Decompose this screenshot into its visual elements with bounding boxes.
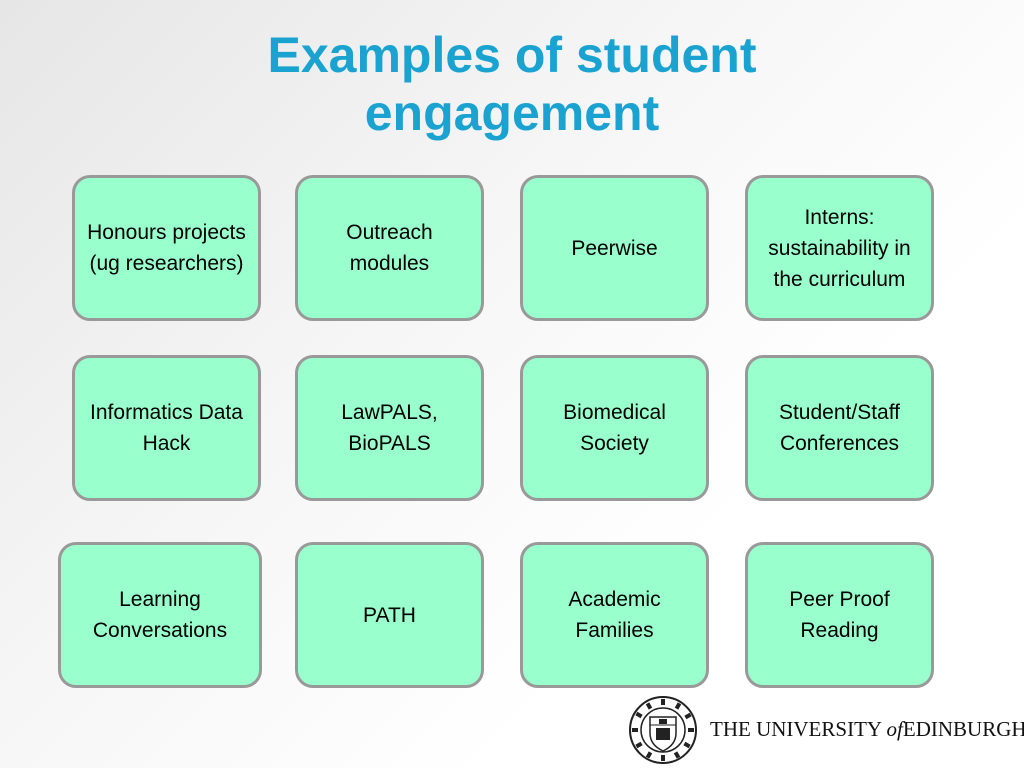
engagement-box-label: PATH	[363, 603, 416, 627]
engagement-box-peer-proof-reading: Peer Proof Reading	[745, 542, 934, 688]
engagement-box-path: PATH	[295, 542, 484, 688]
slide-title-line-1: Examples of student	[267, 27, 757, 83]
university-name-prefix: THE UNIVERSITY	[710, 717, 882, 741]
slide-title-line-2: engagement	[364, 85, 660, 141]
slide-title: Examples of student engagement	[0, 26, 1024, 142]
engagement-box-student-staff-conferences: Student/Staff Conferences	[745, 355, 934, 501]
engagement-box-academic-families: Academic Families	[520, 542, 709, 688]
university-logo: THE UNIVERSITY ofEDINBURGH	[628, 695, 1024, 765]
engagement-box-label: Student/Staff Conferences	[778, 401, 901, 455]
engagement-box-label: Interns: sustainability in the curriculu…	[768, 205, 911, 291]
university-name-suffix: EDINBURGH	[902, 717, 1024, 741]
engagement-box-label: Learning Conversations	[92, 588, 228, 642]
engagement-box-learning-conversations: Learning Conversations	[58, 542, 262, 688]
university-name-of: of	[886, 717, 903, 741]
engagement-box-informatics-data-hack: Informatics Data Hack	[72, 355, 261, 501]
engagement-box-outreach-modules: Outreach modules	[295, 175, 484, 321]
engagement-box-lawpals-biopals: LawPALS, BioPALS	[295, 355, 484, 501]
engagement-box-label: Outreach modules	[346, 221, 433, 275]
engagement-box-biomedical-society: Biomedical Society	[520, 355, 709, 501]
engagement-box-label: Academic Families	[568, 588, 661, 642]
engagement-box-label: Biomedical Society	[563, 401, 666, 455]
engagement-box-interns: Interns: sustainability in the curriculu…	[745, 175, 934, 321]
engagement-box-honours-projects: Honours projects (ug researchers)	[72, 175, 261, 321]
engagement-box-label: Informatics Data Hack	[90, 401, 243, 455]
engagement-box-label: Peerwise	[571, 236, 658, 260]
university-crest-icon	[629, 696, 697, 764]
engagement-box-label: Peer Proof Reading	[789, 588, 890, 642]
engagement-box-label: Honours projects (ug researchers)	[87, 221, 246, 275]
university-name: THE UNIVERSITY ofEDINBURGH	[710, 717, 1024, 742]
engagement-box-label: LawPALS, BioPALS	[341, 401, 438, 455]
engagement-box-peerwise: Peerwise	[520, 175, 709, 321]
